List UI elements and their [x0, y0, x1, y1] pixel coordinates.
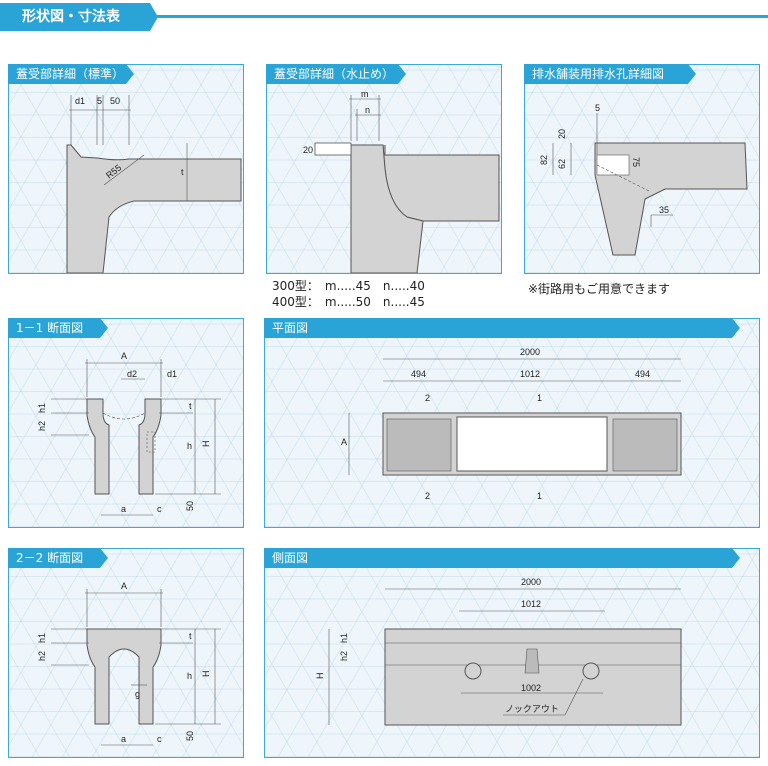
section-header: 形状図・寸法表: [0, 0, 768, 38]
dim-75: 75: [631, 157, 641, 167]
dim-50: 50: [110, 96, 120, 106]
dim-h1: h1: [37, 633, 47, 643]
dim-1012: 1012: [520, 369, 540, 379]
dim-A: A: [341, 437, 347, 447]
panel-cover-seat-waterstop: 蓋受部詳細（水止め） m n 20: [266, 64, 502, 274]
dim-n: n: [365, 105, 370, 115]
note-street: ※街路用もご用意できます: [528, 282, 671, 296]
dim-494-right: 494: [635, 369, 650, 379]
note-type300: 300型： m.....45 n.....40: [272, 279, 425, 293]
dim-h1: h1: [339, 633, 349, 643]
dim-c: c: [157, 504, 162, 514]
dim-35: 35: [659, 205, 669, 215]
side-view-drawing: 2000 1012 1002 H h1 h2 ノックアウト: [315, 577, 682, 726]
panel-title: 側面図: [264, 548, 740, 568]
panel-title: 排水舗装用排水孔詳細図: [524, 64, 696, 84]
dim-t: t: [189, 401, 192, 411]
dim-H: H: [315, 673, 325, 680]
dim-c: c: [157, 734, 162, 744]
dim-m: m: [361, 89, 369, 99]
dim-H: H: [201, 441, 211, 448]
panel-plan-view: 平面図 2000 494 1012 494 A 2 1 2 1: [264, 318, 760, 528]
dim-H: H: [201, 671, 211, 678]
dim-a: a: [121, 504, 126, 514]
dim-62: 62: [557, 159, 567, 169]
dim-h2: h2: [339, 651, 349, 661]
note-type400: 400型： m.....50 n.....45: [272, 295, 425, 309]
section-2-2-drawing: A h1 h2 t g h H 50 a c: [37, 581, 221, 746]
dim-t: t: [181, 167, 184, 177]
dim-d1: d1: [167, 369, 177, 379]
panel-cover-seat-standard: 蓋受部詳細（標準） d1 5 50 R55 t: [8, 64, 244, 274]
dim-1002: 1002: [521, 683, 541, 693]
panel-title: 1－1 断面図: [8, 318, 108, 338]
panel-side-view: 側面図 2000 1012 1002 H h1 h2 ノックアウト: [264, 548, 760, 758]
dim-h: h: [187, 671, 192, 681]
dim-5: 5: [595, 103, 600, 113]
dim-82: 82: [539, 155, 549, 165]
dim-t: t: [189, 631, 192, 641]
dim-d1: d1: [75, 96, 85, 106]
page-title: 形状図・寸法表: [22, 9, 120, 25]
dim-20: 20: [557, 129, 567, 139]
section-marker-1-bottom: 1: [537, 491, 542, 501]
panel-section-1-1: 1－1 断面図 A d2 d1 h1 h2 t h H 50 a c: [8, 318, 244, 528]
section-marker-2-bottom: 2: [425, 491, 430, 501]
knockout-label: ノックアウト: [505, 704, 559, 714]
header-tab: [0, 3, 158, 31]
panel-title: 蓋受部詳細（水止め）: [266, 64, 406, 84]
panel-title: 蓋受部詳細（標準）: [8, 64, 134, 84]
dim-h2: h2: [37, 651, 47, 661]
cover-seat-waterstop-drawing: m n 20: [303, 89, 500, 273]
panel-drain-hole-detail: 排水舗装用排水孔詳細図 5 20 82 62 75 35: [524, 64, 760, 274]
header-rule: [150, 15, 768, 18]
dim-2000: 2000: [521, 577, 541, 587]
panel-section-2-2: 2－2 断面図 A h1 h2 t g h H 50 a c: [8, 548, 244, 758]
dim-50: 50: [185, 731, 195, 741]
section-marker-2-top: 2: [425, 393, 430, 403]
dim-h: h: [187, 441, 192, 451]
dim-h1: h1: [37, 403, 47, 413]
dim-50: 50: [185, 501, 195, 511]
section-marker-1-top: 1: [537, 393, 542, 403]
panel-title: 平面図: [264, 318, 740, 338]
dim-2000: 2000: [520, 347, 540, 357]
panel-title: 2－2 断面図: [8, 548, 108, 568]
drain-hole-detail-drawing: 5 20 82 62 75 35: [539, 103, 748, 256]
dim-a: a: [121, 734, 126, 744]
dim-A: A: [121, 351, 127, 361]
dim-494-left: 494: [411, 369, 426, 379]
section-1-1-drawing: A d2 d1 h1 h2 t h H 50 a c: [37, 351, 221, 516]
dim-h2: h2: [37, 421, 47, 431]
cover-seat-standard-drawing: d1 5 50 R55 t: [66, 95, 242, 273]
dim-A: A: [121, 581, 127, 591]
dim-1012: 1012: [521, 599, 541, 609]
dim-20: 20: [303, 145, 313, 155]
dim-5: 5: [97, 96, 102, 106]
plan-view-drawing: 2000 494 1012 494 A 2 1 2 1: [341, 347, 682, 501]
dim-g: g: [135, 689, 140, 699]
dim-d2: d2: [127, 369, 137, 379]
